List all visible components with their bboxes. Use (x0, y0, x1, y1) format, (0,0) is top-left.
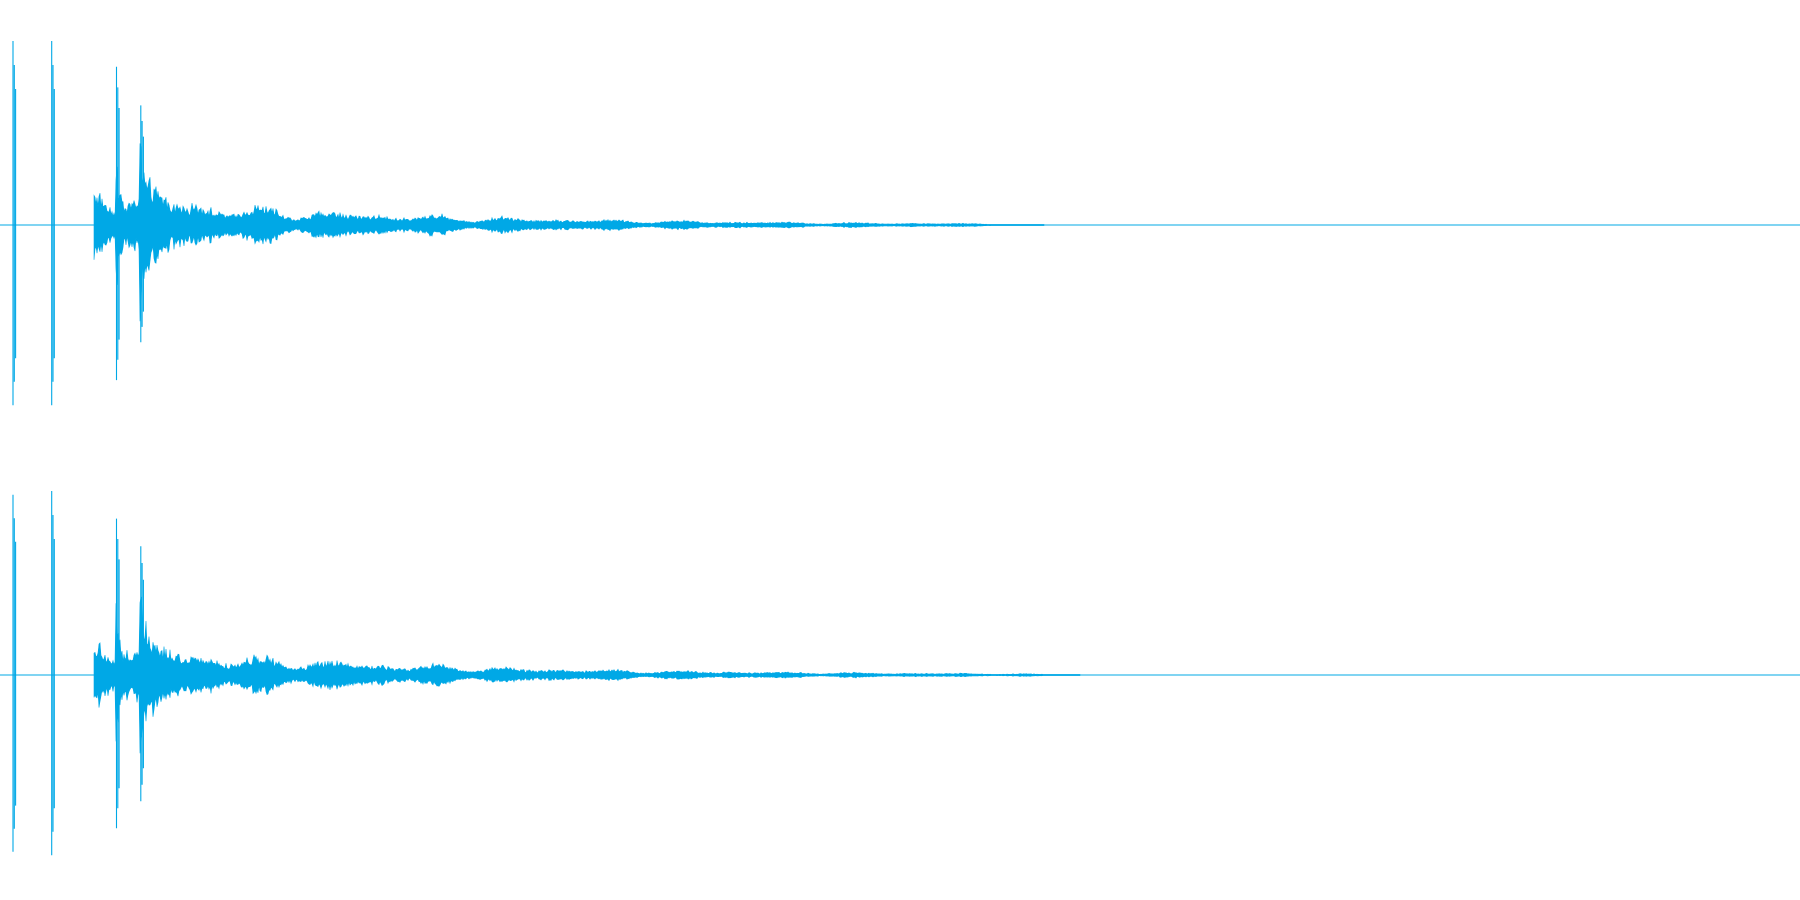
channel-1-waveform[interactable] (0, 41, 1800, 406)
channel-2-waveform[interactable] (0, 491, 1800, 856)
channel-1-amplitude (93, 143, 1045, 322)
channel-2-amplitude (93, 596, 1081, 754)
